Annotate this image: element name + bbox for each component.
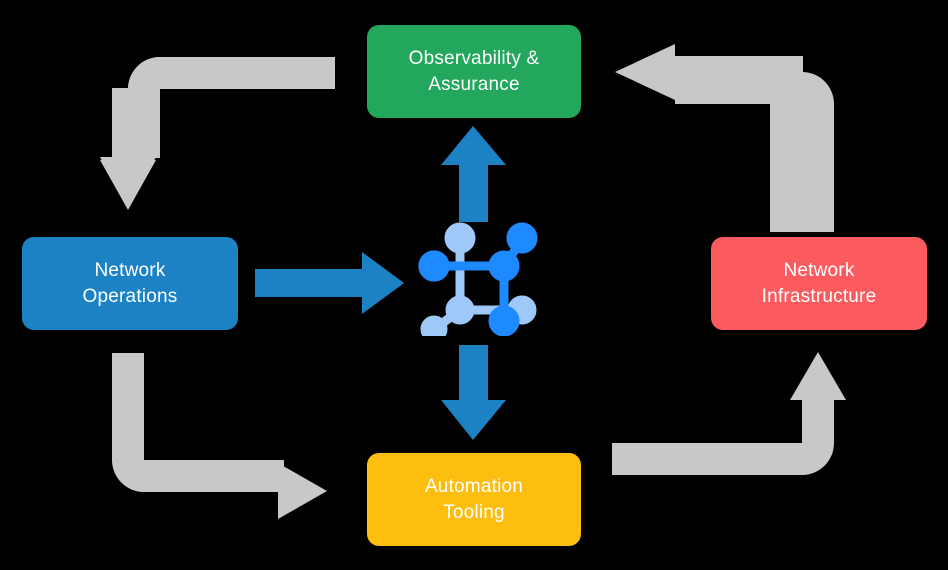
- box-network-infrastructure[interactable]: Network Infrastructure: [711, 237, 927, 330]
- arrow-observability-to-operations-stem: [112, 88, 144, 160]
- box-network-operations[interactable]: Network Operations: [22, 237, 238, 330]
- arrow-observability-to-operations-body: [128, 57, 335, 158]
- arrow-infrastructure-to-observability-head: [615, 44, 675, 100]
- box-observability-assurance[interactable]: Observability & Assurance: [367, 25, 581, 118]
- arrow-infrastructure-to-observability-stem: [673, 56, 803, 88]
- network-topology-icon: [418, 222, 538, 336]
- box-observability-label: Observability & Assurance: [408, 47, 540, 95]
- arrow-operations-to-automation-head: [278, 463, 327, 519]
- box-infrastructure-label: Network Infrastructure: [761, 259, 877, 307]
- arrow-operations-to-center: [255, 252, 404, 314]
- arrow-operations-to-automation-stem: [144, 460, 284, 492]
- arrow-center-to-observability: [441, 126, 506, 222]
- network-icon-bright-graph: [418, 222, 538, 336]
- box-automation-tooling[interactable]: Automation Tooling: [367, 453, 581, 546]
- arrow-center-to-automation: [441, 345, 506, 440]
- arrow-automation-to-infrastructure-curve: [802, 395, 834, 443]
- arrow-automation-to-infrastructure-stem: [612, 443, 672, 475]
- box-operations-label: Network Operations: [82, 259, 178, 307]
- arrow-automation-to-infrastructure-head: [790, 352, 846, 400]
- arrow-observability-to-operations-head: [100, 157, 156, 208]
- box-automation-label: Automation Tooling: [424, 475, 524, 523]
- arrow-infrastructure-to-observability-curve: [770, 104, 802, 232]
